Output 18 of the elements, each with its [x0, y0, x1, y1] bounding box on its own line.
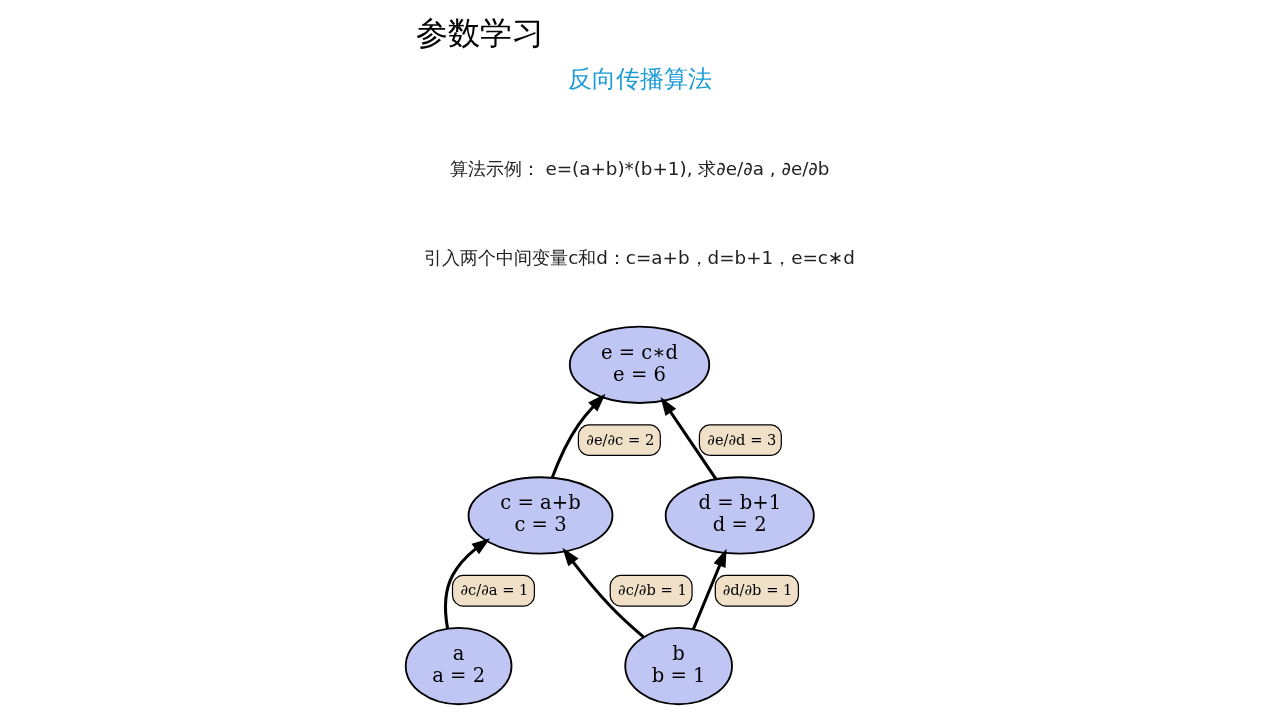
arrow	[561, 547, 645, 638]
arrow	[691, 548, 727, 630]
edge-label: ∂c/∂a = 1	[459, 580, 528, 598]
node-ellipse: b b = 1	[623, 626, 733, 705]
arrow	[443, 537, 490, 629]
node-ellipse: e = c∗d e = 6	[568, 325, 710, 404]
arrow	[660, 396, 717, 480]
label: 反向传播算法	[567, 63, 712, 93]
arrow	[550, 393, 606, 478]
diagram-title: 参数学习	[415, 14, 544, 51]
node-ellipse: d = b+1 d = 2	[664, 475, 815, 555]
edge-label: ∂e/∂d = 3	[706, 430, 776, 448]
label: 引入两个中间变量c和d：c=a+b，d=b+1，e=c∗d	[423, 246, 855, 268]
edge-label: ∂d/∂b = 1	[722, 580, 792, 598]
label: 算法示例： e=(a+b)*(b+1), 求∂e/∂a , ∂e/∂b	[449, 157, 829, 179]
edge-label: ∂e/∂c = 2	[585, 430, 654, 448]
node-ellipse: a a = 2	[404, 626, 512, 705]
edge-label: ∂c/∂b = 1	[617, 580, 687, 598]
